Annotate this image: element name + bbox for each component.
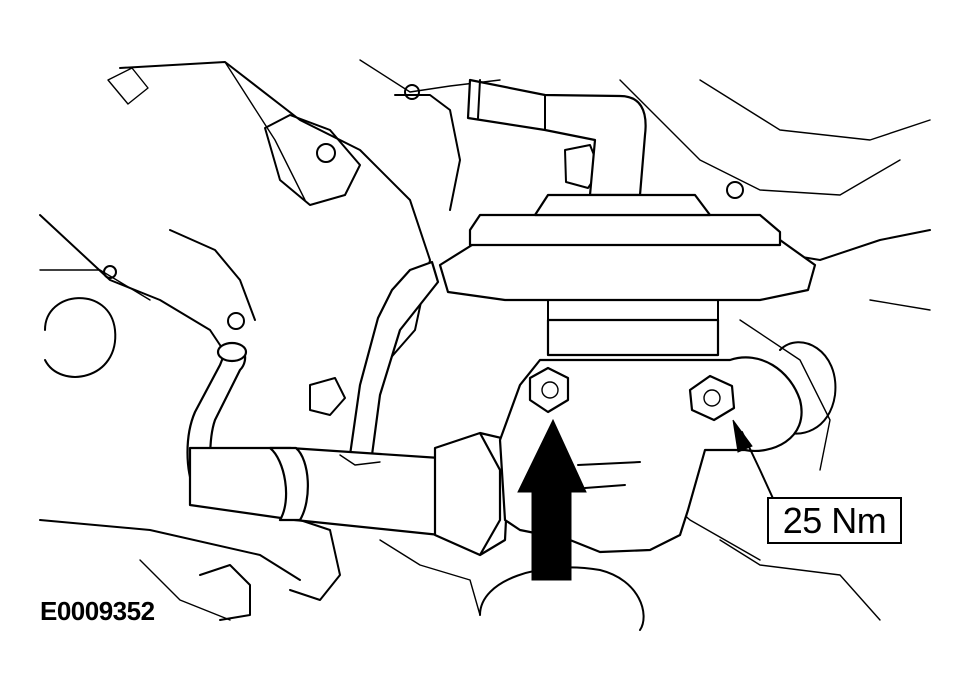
torque-specification-label: 25 Nm [767, 497, 902, 544]
left-bolt [528, 366, 570, 414]
figure-id: E0009352 [40, 596, 155, 626]
lower-egr-pipe [188, 431, 512, 557]
upper-egr-pipe [466, 78, 647, 197]
engine-background [39, 59, 931, 631]
removal-arrow-icon [517, 418, 587, 581]
egr-valve-bolts [528, 366, 736, 422]
torque-leader-arrow [732, 419, 777, 506]
right-bolt [688, 374, 736, 422]
